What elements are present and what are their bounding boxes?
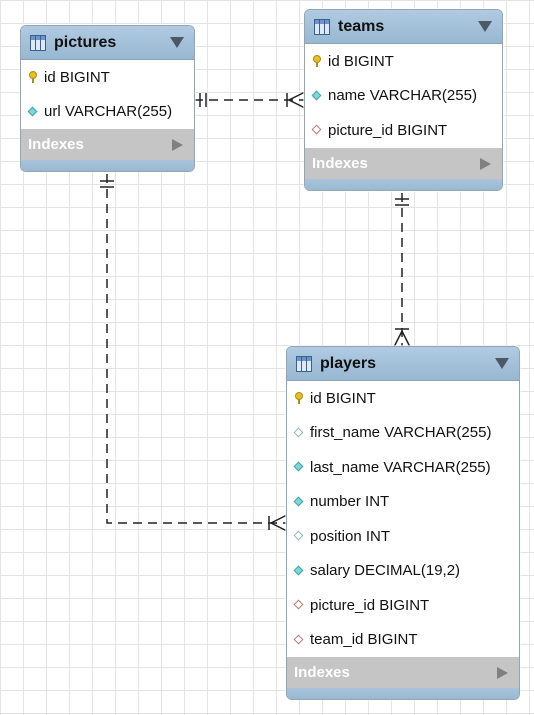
table-header[interactable]: pictures — [21, 26, 194, 60]
table-title: players — [320, 354, 377, 372]
column-label: id BIGINT — [44, 68, 110, 86]
table-icon — [296, 355, 312, 372]
column-row[interactable]: id BIGINT — [305, 44, 502, 79]
table-icon — [30, 34, 46, 51]
indexes-label: Indexes — [294, 664, 350, 681]
column-row[interactable]: salary DECIMAL(19,2) — [287, 554, 519, 589]
table-title: pictures — [54, 33, 117, 51]
column-row[interactable]: id BIGINT — [21, 60, 194, 95]
column-row[interactable]: picture_id BIGINT — [287, 588, 519, 623]
column-row[interactable]: position INT — [287, 519, 519, 554]
nullable-column-icon — [293, 427, 304, 439]
column-row[interactable]: picture_id BIGINT — [305, 113, 502, 148]
table-teams[interactable]: teams id BIGINT name VARCHAR(255) pictur… — [304, 9, 503, 191]
column-row[interactable]: first_name VARCHAR(255) — [287, 416, 519, 451]
primary-key-icon — [312, 55, 322, 68]
not-null-column-icon — [293, 461, 304, 473]
not-null-column-icon — [293, 496, 304, 508]
collapse-toggle-icon[interactable] — [170, 37, 184, 48]
foreign-key-icon — [311, 124, 322, 136]
foreign-key-icon — [293, 599, 304, 611]
table-players[interactable]: players id BIGINT first_name VARCHAR(255… — [286, 346, 520, 700]
column-label: salary DECIMAL(19,2) — [310, 562, 461, 580]
column-label: picture_id BIGINT — [328, 121, 448, 139]
column-row[interactable]: name VARCHAR(255) — [305, 79, 502, 114]
relationship-pictures-players[interactable] — [106, 174, 287, 524]
crowfoot-mark — [393, 329, 411, 348]
column-label: url VARCHAR(255) — [44, 103, 173, 121]
table-header[interactable]: players — [287, 347, 519, 381]
column-label: picture_id BIGINT — [310, 596, 430, 614]
column-row[interactable]: url VARCHAR(255) — [21, 95, 194, 130]
primary-key-icon — [294, 392, 304, 405]
indexes-label: Indexes — [28, 136, 84, 153]
expand-arrow-icon[interactable] — [480, 157, 491, 170]
column-label: number INT — [310, 493, 390, 511]
column-label: last_name VARCHAR(255) — [310, 458, 491, 476]
column-row[interactable]: last_name VARCHAR(255) — [287, 450, 519, 485]
column-row[interactable]: id BIGINT — [287, 381, 519, 416]
table-header[interactable]: teams — [305, 10, 502, 44]
collapse-toggle-icon[interactable] — [495, 358, 509, 369]
indexes-section[interactable]: Indexes — [305, 147, 502, 179]
not-null-column-icon — [293, 565, 304, 577]
expand-arrow-icon[interactable] — [172, 139, 183, 151]
column-label: first_name VARCHAR(255) — [310, 424, 492, 442]
column-label: position INT — [310, 527, 391, 545]
table-title: teams — [338, 17, 385, 35]
indexes-label: Indexes — [312, 154, 368, 172]
column-row[interactable]: team_id BIGINT — [287, 623, 519, 658]
column-label: id BIGINT — [328, 52, 394, 70]
table-footer — [21, 160, 194, 171]
collapse-toggle-icon[interactable] — [478, 21, 492, 32]
expand-arrow-icon[interactable] — [497, 667, 508, 679]
table-footer — [305, 178, 502, 190]
table-footer — [287, 688, 519, 699]
table-pictures[interactable]: pictures id BIGINT url VARCHAR(255) Inde… — [20, 25, 195, 172]
crowfoot-mark — [269, 514, 288, 532]
not-null-column-icon — [311, 90, 322, 102]
foreign-key-icon — [293, 634, 304, 646]
not-null-column-icon — [27, 106, 38, 118]
indexes-section[interactable]: Indexes — [287, 657, 519, 688]
crowfoot-mark — [287, 91, 306, 109]
indexes-section[interactable]: Indexes — [21, 129, 194, 160]
table-icon — [314, 18, 330, 35]
column-row[interactable]: number INT — [287, 485, 519, 520]
column-label: id BIGINT — [310, 389, 376, 407]
nullable-column-icon — [293, 530, 304, 542]
column-label: name VARCHAR(255) — [328, 87, 477, 105]
column-label: team_id BIGINT — [310, 631, 418, 649]
primary-key-icon — [28, 71, 38, 84]
